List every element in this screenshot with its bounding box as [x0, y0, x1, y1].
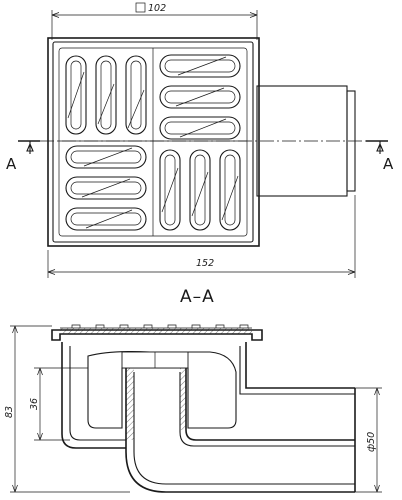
outlet-pipe-section: [125, 368, 355, 493]
square-symbol-icon: [135, 2, 146, 13]
grate-slots-top-left: [65, 55, 147, 135]
dimension-36: 36: [29, 367, 88, 441]
dimension-152: 152: [47, 195, 356, 278]
dim-102-label: 102: [148, 3, 166, 14]
section-title: А–А: [180, 287, 215, 307]
dimension-102: 102: [51, 2, 258, 40]
dim-phi50-label: ф50: [366, 432, 377, 452]
section-view: 83 36 ф50: [4, 324, 382, 493]
dimension-phi50: ф50: [355, 387, 382, 493]
dim-83-label: 83: [4, 406, 15, 418]
dimension-83: 83: [4, 325, 18, 493]
section-line: А А: [6, 140, 394, 173]
body-wall: [61, 342, 126, 449]
section-marker-left: А: [6, 155, 17, 173]
grate-slots-bottom-right: [159, 149, 241, 231]
grate-teeth: [60, 324, 252, 334]
grate-frame-outer: [52, 41, 254, 243]
drain-body-outline: [47, 37, 260, 247]
dim-36-label: 36: [29, 398, 40, 410]
section-marker-right: А: [383, 155, 394, 173]
top-view: 102: [6, 2, 394, 278]
grate-slots-bottom-left: [65, 145, 147, 231]
grate-slots-top-right: [159, 54, 241, 140]
dim-152-label: 152: [196, 258, 214, 269]
